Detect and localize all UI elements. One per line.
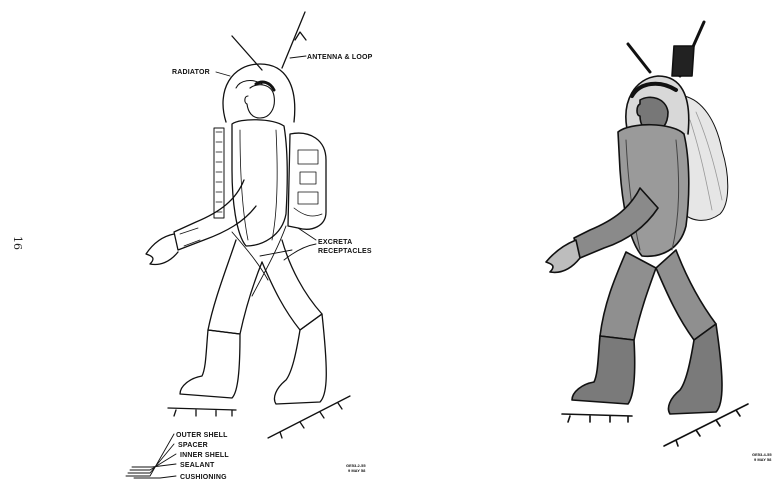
leg-front-shaded	[600, 252, 656, 340]
layer-legend: OUTER SHELL SPACER INNER SHELL SEALANT C…	[176, 432, 229, 481]
skate-front	[168, 408, 236, 416]
figure-date-right: 9 MAY 58	[754, 457, 772, 462]
label-radiator: RADIATOR	[172, 69, 210, 76]
page-number: 16	[11, 236, 24, 250]
boot-front	[180, 330, 240, 398]
helmet	[223, 64, 295, 122]
leg-front	[208, 240, 262, 334]
layer-label: INNER SHELL	[180, 452, 229, 459]
figure-date-left: 9 MAY 58	[348, 468, 366, 473]
boot-front-shaded	[572, 336, 635, 404]
radiator-panel	[214, 128, 224, 218]
glove	[146, 234, 178, 265]
label-excreta: EXCRETA	[318, 239, 352, 246]
skate-front-shaded	[562, 414, 632, 422]
layer-label: OUTER SHELL	[176, 432, 228, 439]
label-antenna-loop: ANTENNA & LOOP	[307, 54, 373, 61]
right-suit-figure	[546, 22, 748, 446]
arm	[174, 180, 256, 250]
layer-label: SPACER	[178, 442, 208, 449]
layer-label: CUSHIONING	[180, 474, 227, 481]
leg-back-shaded	[656, 250, 716, 340]
glove-shaded	[546, 240, 580, 272]
layer-label: SEALANT	[180, 462, 215, 469]
antenna-right	[282, 12, 305, 68]
label-receptacles: RECEPTACLES	[318, 248, 372, 255]
antenna-left	[232, 36, 262, 70]
boot-back	[274, 314, 326, 404]
left-suit-figure	[126, 12, 350, 478]
